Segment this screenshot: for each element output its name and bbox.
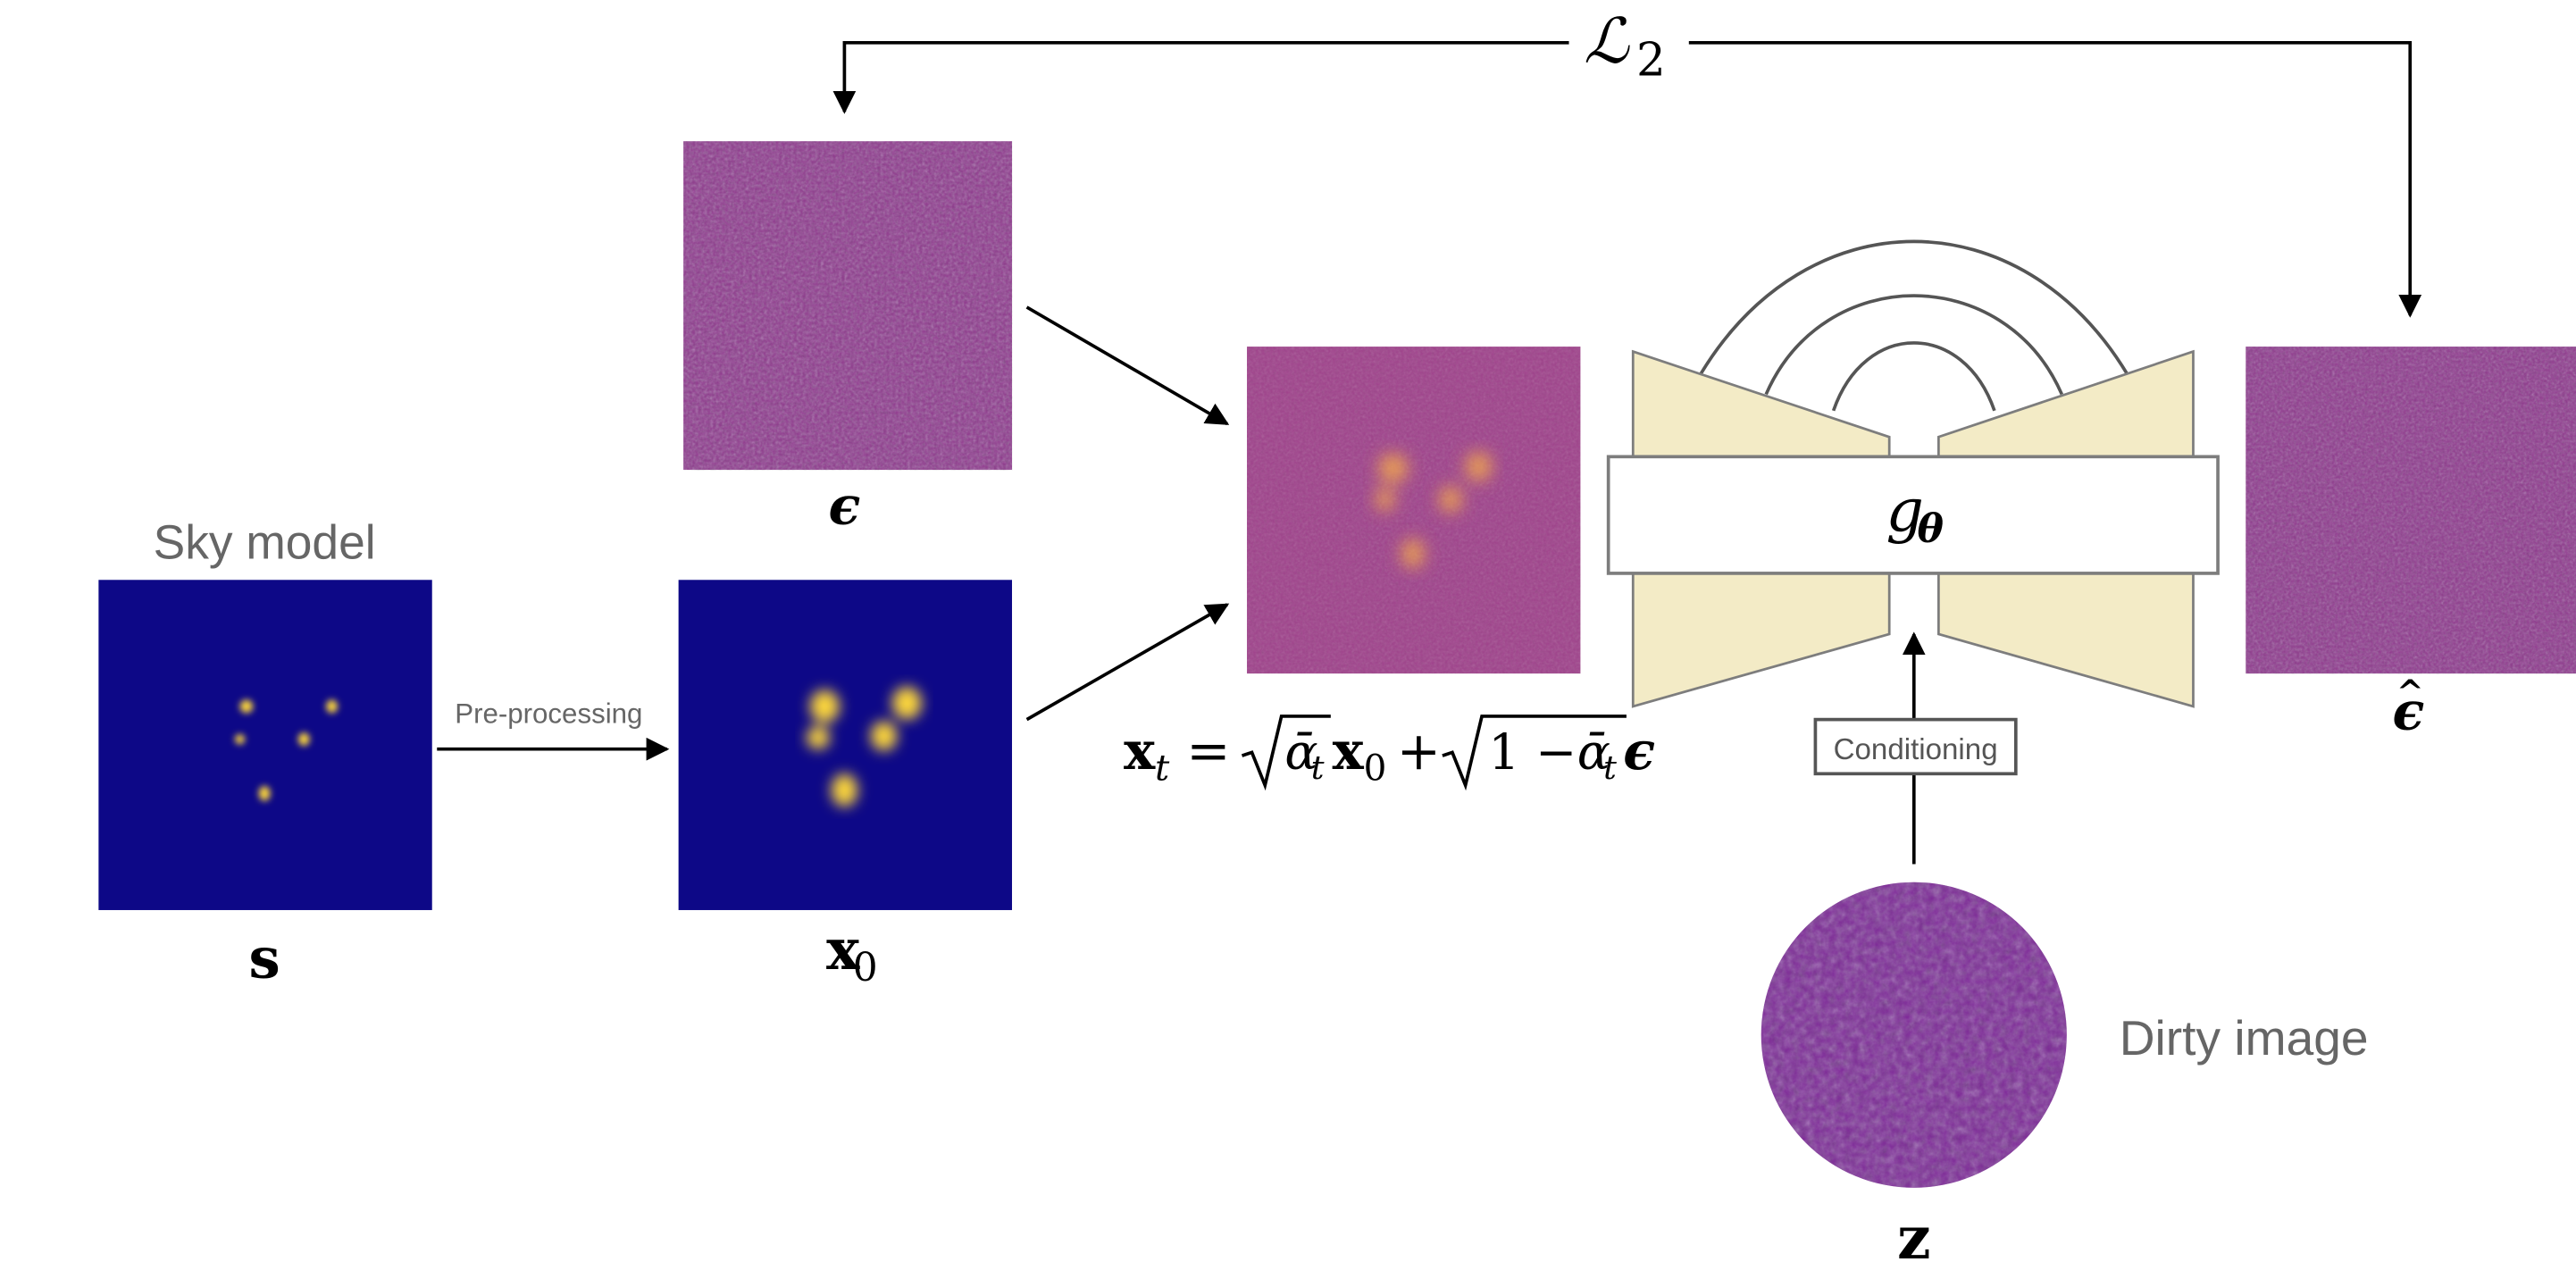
eq-one-minus: 1 −	[1488, 724, 1592, 781]
eq-equals: =	[1170, 720, 1248, 781]
xt-noisy-image	[1247, 347, 1581, 674]
epsilon-hat-accent: ^	[2396, 672, 2424, 711]
s-label: s	[249, 924, 280, 990]
g-label-base: g	[1886, 476, 1924, 545]
epsilon-label: ϵ	[828, 475, 860, 537]
eq-x: x	[1333, 720, 1365, 781]
eq-alpha-1: ᾱ	[1284, 724, 1317, 781]
eq-t-2: t	[1603, 748, 1617, 787]
epsilon-hat-noise-image	[2246, 347, 2576, 674]
epsilon-to-xt-arrow	[1025, 305, 1230, 426]
loss-arrow-left	[832, 40, 1569, 114]
x0-label-sub: 0	[853, 945, 878, 990]
loss-symbol: ℒ	[1584, 5, 1630, 78]
epsilon-hat-label: ϵ	[2392, 681, 2424, 742]
x0-image	[678, 580, 1013, 910]
loss-bracket: ℒ 2	[832, 5, 2422, 318]
x0-label-base: x	[826, 916, 860, 982]
loss-subscript: 2	[1636, 34, 1666, 88]
eq-plus: +	[1380, 720, 1458, 781]
g-label-sub: θ	[1917, 506, 1944, 552]
network-bottleneck-box	[1606, 455, 2220, 575]
skip-connections	[1699, 239, 2129, 412]
conditioning-box	[1813, 717, 2018, 776]
dirty-image	[1761, 882, 2067, 1188]
eq-alpha-2: ᾱ	[1577, 724, 1610, 781]
eq-xt-base: x	[1124, 720, 1156, 781]
eq-xt-sub: t	[1155, 747, 1170, 790]
eq-zero: 0	[1364, 747, 1387, 790]
eq-eps: ϵ	[1623, 720, 1655, 781]
sky-model-label: Sky model	[154, 516, 376, 569]
sky-model-image	[98, 580, 432, 910]
eq-t-1: t	[1311, 748, 1325, 787]
preprocessing-label: Pre-processing	[455, 698, 642, 729]
dirty-image-label: Dirty image	[2120, 1010, 2369, 1066]
conditioning-label: Conditioning	[1834, 733, 1998, 766]
unet-network: g θ	[1606, 239, 2220, 708]
loss-arrow-right	[1688, 40, 2422, 318]
z-label: z	[1897, 1203, 1931, 1262]
x0-to-xt-arrow	[1025, 603, 1230, 722]
epsilon-noise-image	[683, 141, 1013, 471]
forward-diffusion-equation: x t = ᾱ t x 0 + 1 − ᾱ t ϵ	[1124, 715, 1655, 791]
